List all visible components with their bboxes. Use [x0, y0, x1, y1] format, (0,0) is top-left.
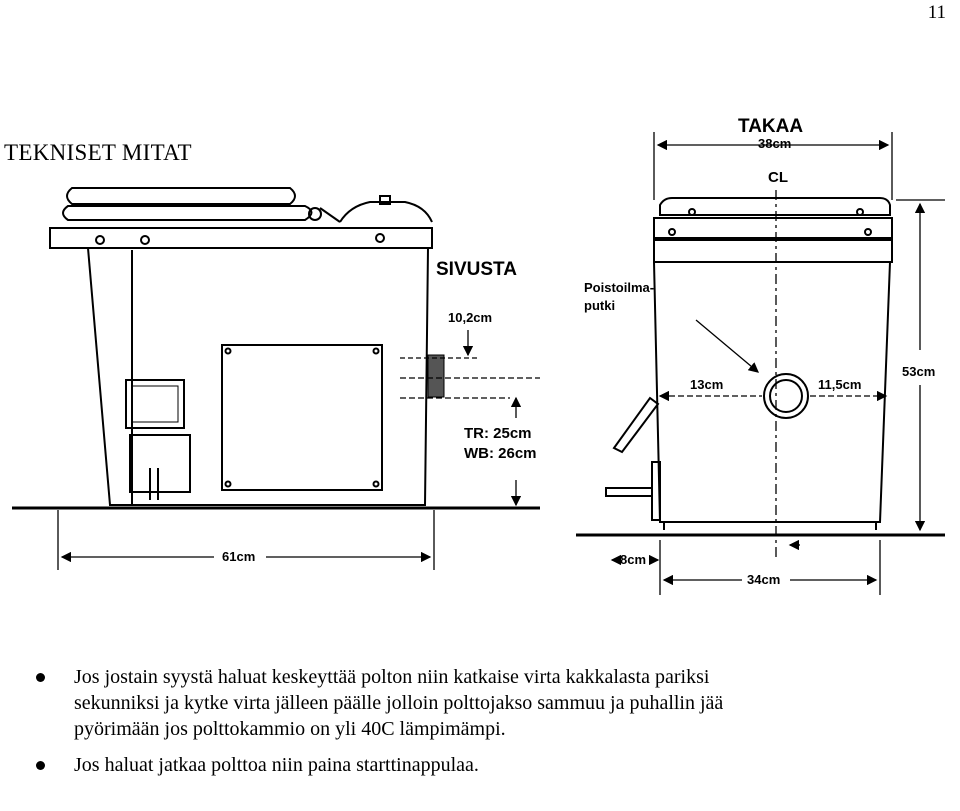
bullet-icon — [36, 761, 45, 770]
back-view — [576, 197, 945, 537]
pedal-offset: 8cm — [620, 552, 646, 567]
side-view — [12, 187, 540, 510]
back-base-width: 34cm — [747, 572, 780, 587]
note-item: Jos jostain syystä haluat keskeyttää pol… — [36, 664, 936, 742]
page-number: 11 — [927, 2, 946, 23]
notes-list: Jos jostain syystä haluat keskeyttää pol… — [36, 664, 936, 788]
side-view-title: SIVUSTA — [436, 259, 517, 280]
exhaust-pipe-label-line2: putki — [584, 298, 615, 313]
exhaust-pipe-label-line1: Poistoilma- — [584, 280, 654, 295]
back-right-offset: 11,5cm — [818, 377, 861, 392]
side-view-dimensions — [57, 330, 540, 570]
side-height-tr: TR: 25cm — [464, 425, 532, 442]
side-width: 61cm — [222, 549, 255, 564]
side-dim-top: 10,2cm — [448, 310, 492, 325]
note-line: Jos jostain syystä haluat keskeyttää pol… — [74, 666, 710, 688]
note-line: sekunniksi ja kytke virta jälleen päälle… — [74, 692, 724, 714]
back-width-top: 38cm — [758, 136, 791, 151]
back-view-title: TAKAA — [738, 116, 803, 137]
side-height-wb: WB: 26cm — [464, 445, 537, 462]
technical-drawing: SIVUSTA 10,2cm TR: 25cm WB: 26cm 61cm — [12, 116, 945, 595]
back-view-dimensions — [610, 132, 945, 595]
back-left-offset: 13cm — [690, 377, 723, 392]
page-heading: TEKNISET MITAT — [4, 140, 192, 165]
note-line: pyörimään jos polttokammio on yli 40C lä… — [74, 718, 506, 740]
centerline-mark: CL — [768, 169, 788, 186]
note-line: Jos haluat jatkaa polttoa niin paina sta… — [74, 754, 479, 776]
note-item: Jos haluat jatkaa polttoa niin paina sta… — [36, 752, 936, 778]
bullet-icon — [36, 673, 45, 682]
back-height: 53cm — [902, 364, 935, 379]
